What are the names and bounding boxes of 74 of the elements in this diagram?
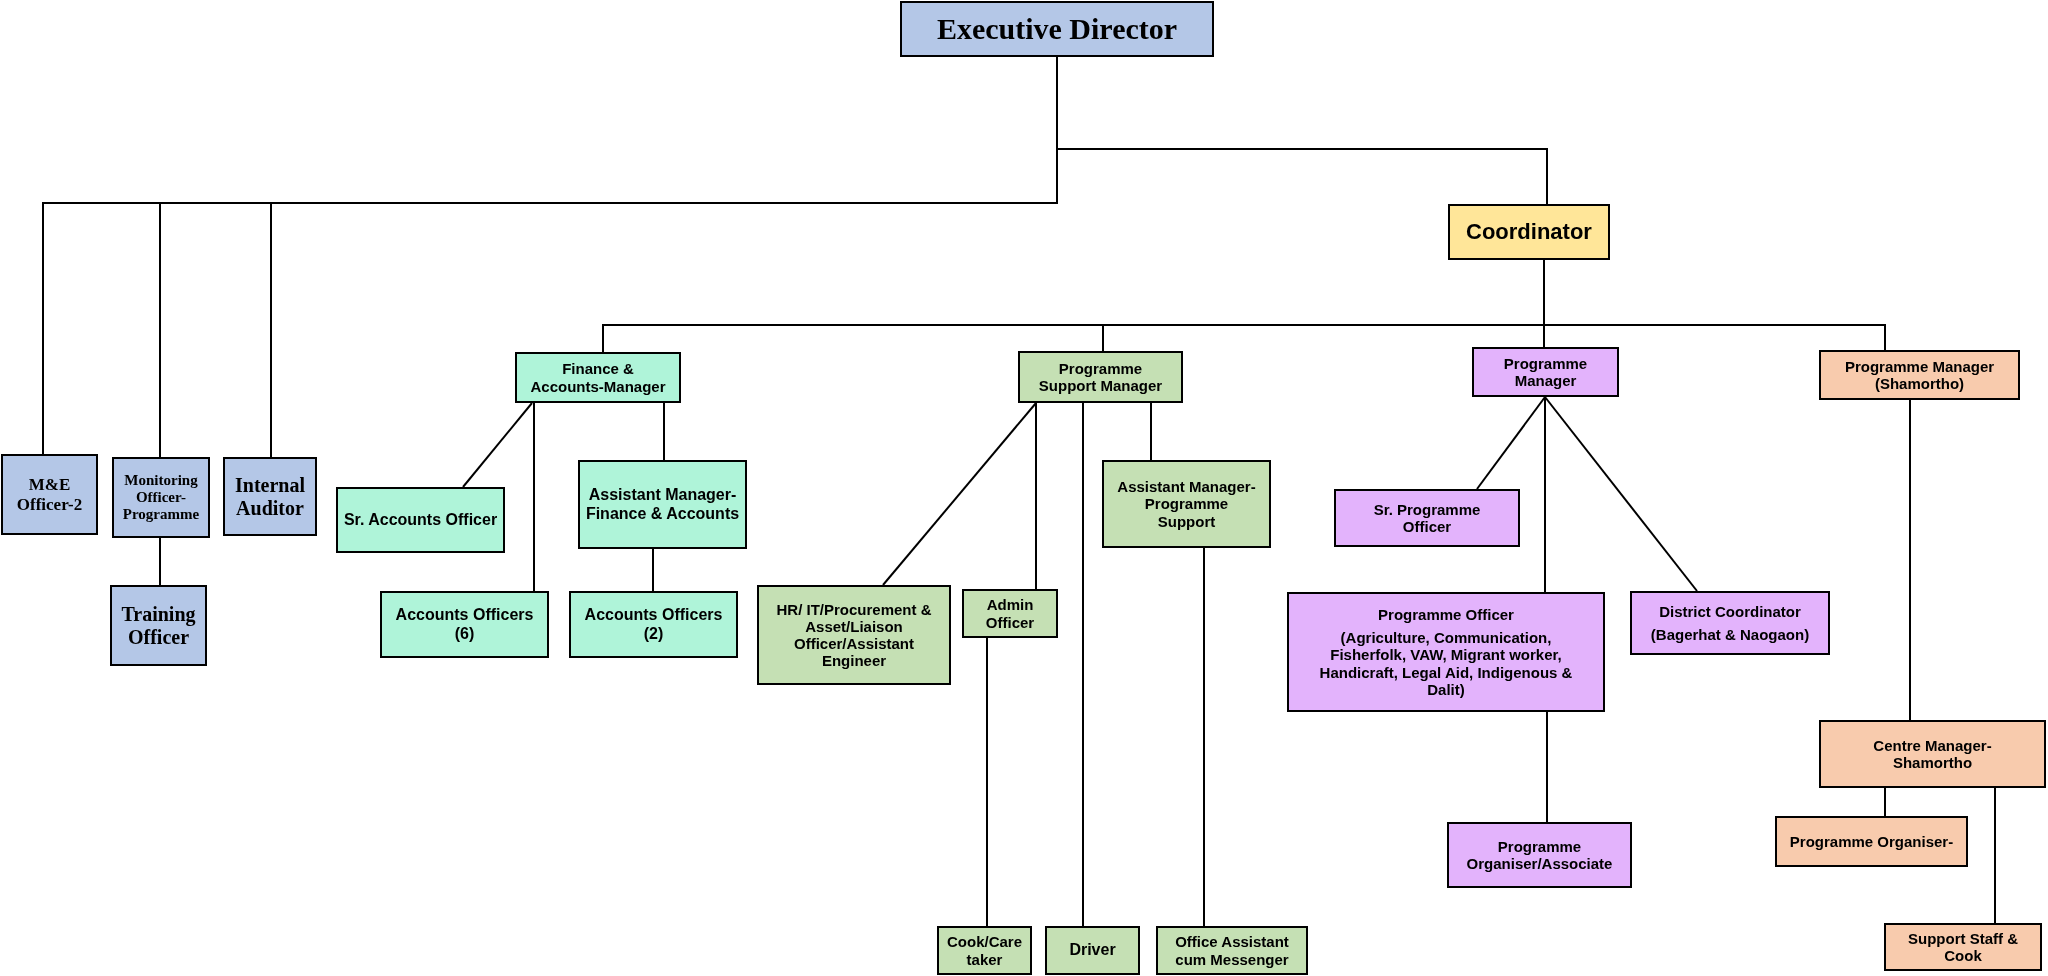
position-title: Internal Auditor bbox=[234, 473, 306, 520]
position-box bbox=[1630, 591, 1830, 655]
position-box bbox=[112, 457, 210, 538]
position-box bbox=[1775, 816, 1968, 867]
position-title: Office Assistant cum Messenger bbox=[1174, 933, 1290, 968]
position-box bbox=[900, 1, 1214, 57]
position-title: Admin Officer bbox=[984, 596, 1036, 631]
position-title: Finance & Accounts-Manager bbox=[529, 360, 667, 395]
position-title: Programme Manager bbox=[1502, 354, 1589, 390]
position-title: Driver bbox=[1069, 941, 1116, 960]
position-title: Support Staff & Cook bbox=[1907, 929, 2019, 965]
position-box bbox=[1018, 351, 1183, 403]
connector-line bbox=[1150, 402, 1152, 461]
connector-line bbox=[663, 402, 665, 461]
connector-line bbox=[1203, 547, 1205, 927]
position-box bbox=[578, 460, 747, 549]
position-title: HR/ IT/Procurement & Asset/Liaison Officer/Assistant Engineer bbox=[775, 600, 933, 670]
position-box bbox=[110, 585, 207, 666]
position-details: (Bagerhat & Naogaon) bbox=[1650, 626, 1810, 644]
connector-line bbox=[986, 637, 988, 927]
position-box bbox=[1884, 923, 2042, 971]
position-box bbox=[1447, 822, 1632, 888]
position-box bbox=[1819, 350, 2020, 400]
position-title: Programme Organiser/Associate bbox=[1465, 837, 1614, 873]
position-box bbox=[1102, 460, 1271, 548]
position-title: M&E Officer-2 bbox=[15, 474, 84, 515]
position-box bbox=[1819, 720, 2046, 788]
connector-line bbox=[462, 402, 533, 488]
position-box bbox=[1045, 926, 1140, 975]
position-box bbox=[569, 591, 738, 658]
position-title: Cook/Care taker bbox=[946, 933, 1023, 968]
connector-line bbox=[1544, 396, 1546, 593]
position-box bbox=[937, 926, 1032, 975]
connector-line bbox=[1909, 399, 1911, 721]
position-box bbox=[1, 454, 98, 535]
connector-line bbox=[533, 402, 535, 592]
position-title: Centre Manager-Shamortho bbox=[1872, 736, 1993, 772]
position-title: Programme Support Manager bbox=[1037, 359, 1164, 395]
position-title: Sr. Accounts Officer bbox=[343, 510, 498, 530]
position-title: Accounts Officers (2) bbox=[583, 606, 724, 643]
position-title: Executive Director bbox=[936, 11, 1178, 47]
connector-line bbox=[1994, 787, 1996, 924]
position-title: Assistant Manager-Finance & Accounts bbox=[584, 486, 741, 523]
position-box bbox=[962, 589, 1058, 638]
position-title: Accounts Officers (6) bbox=[394, 606, 535, 643]
connector-line bbox=[1035, 402, 1037, 590]
position-box bbox=[1156, 926, 1308, 975]
position-title: Assistant Manager-Programme Support bbox=[1116, 478, 1257, 530]
position-box bbox=[223, 457, 317, 536]
connector-line bbox=[1544, 396, 1698, 592]
connector-line bbox=[1476, 396, 1546, 490]
position-box bbox=[336, 487, 505, 553]
position-box bbox=[1334, 489, 1520, 547]
position-title: Sr. Programme Officer bbox=[1372, 500, 1482, 536]
position-title: Programme Manager (Shamortho) bbox=[1843, 357, 1996, 393]
position-title: Training Officer bbox=[120, 602, 197, 649]
position-title: Programme Officer bbox=[1378, 605, 1514, 624]
position-title: Coordinator bbox=[1466, 219, 1592, 245]
position-box bbox=[1287, 592, 1605, 712]
connector-line bbox=[1546, 711, 1548, 823]
position-box bbox=[1448, 204, 1610, 260]
position-details: (Agriculture, Communication, Fisherfolk, VAW, Migrant worker, Handicraft, Legal Aid, Indigenous & Dalit) bbox=[1318, 629, 1574, 699]
position-box bbox=[1472, 347, 1619, 397]
position-title: Programme Organiser- bbox=[1789, 832, 1954, 851]
position-box bbox=[757, 585, 951, 685]
position-title: Monitoring Officer-Programme bbox=[121, 471, 201, 524]
connector-line bbox=[159, 537, 161, 586]
position-box bbox=[380, 591, 549, 658]
connector-line bbox=[1884, 787, 1886, 817]
connector-line bbox=[882, 402, 1037, 586]
position-box bbox=[515, 352, 681, 403]
connector-line bbox=[652, 548, 654, 592]
position-title: District Coordinator bbox=[1659, 602, 1801, 620]
connector-line bbox=[1082, 402, 1084, 927]
